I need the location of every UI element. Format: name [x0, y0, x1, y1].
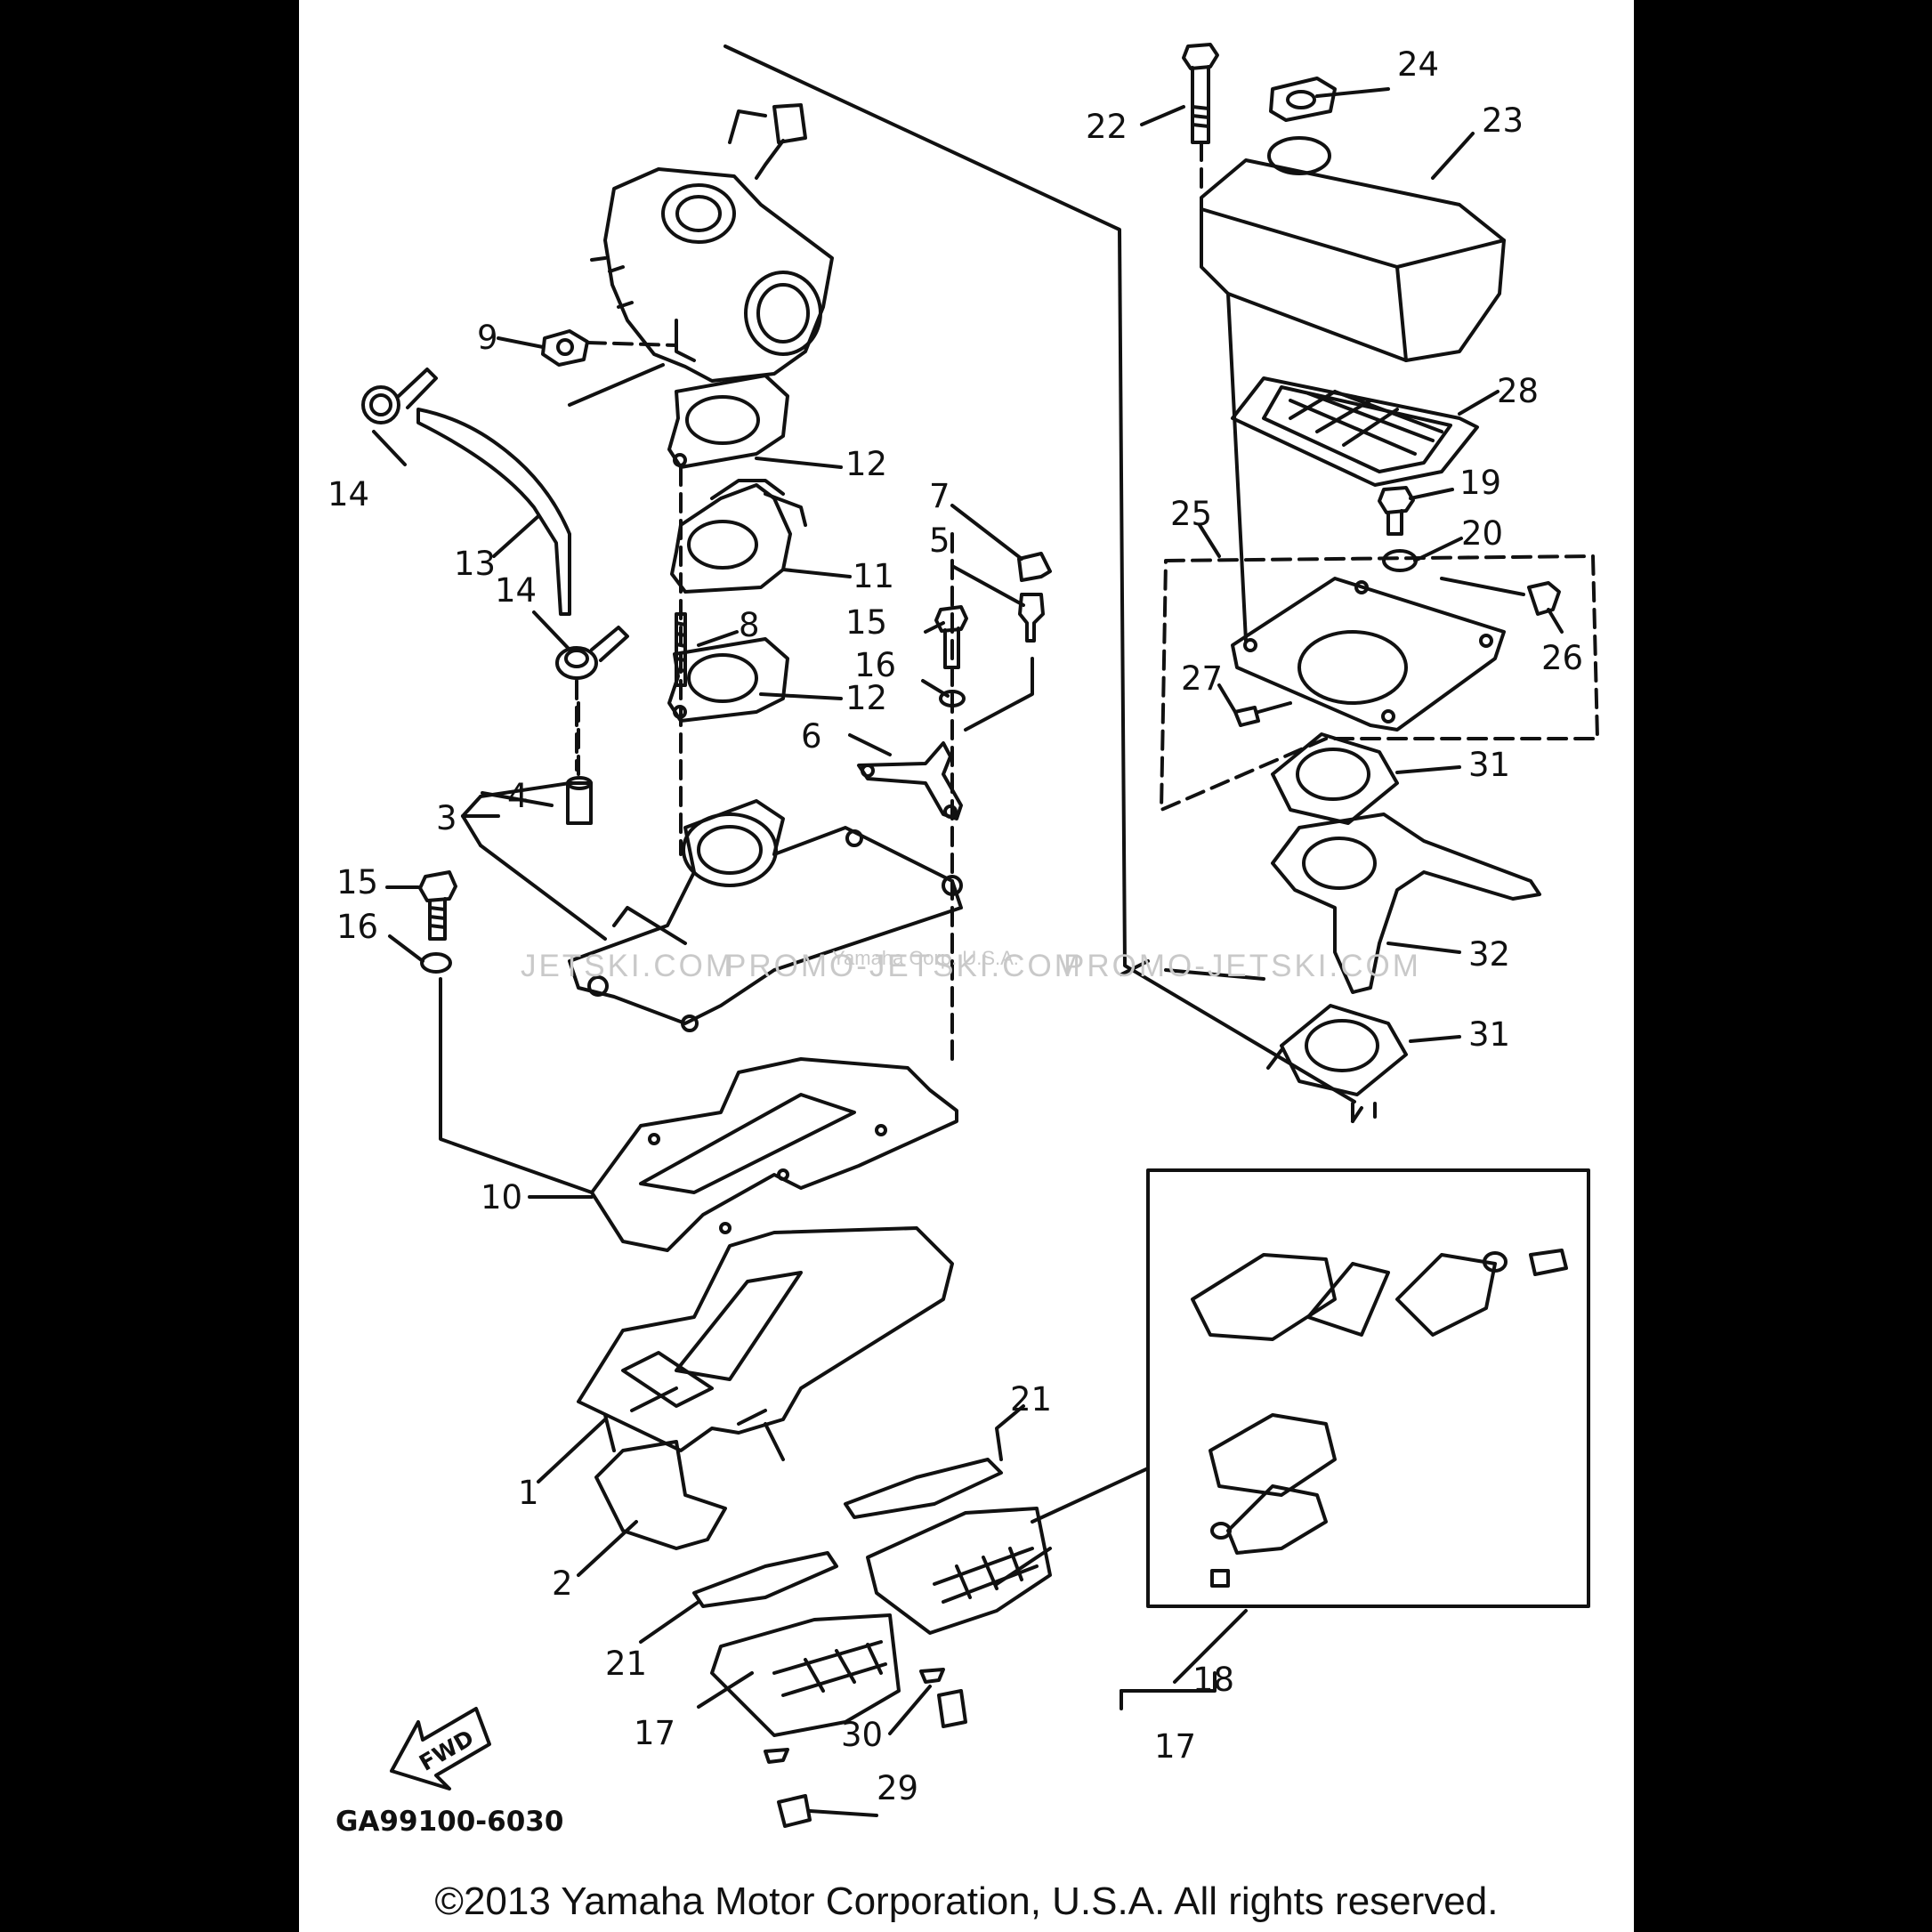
callout-22: 22 [1086, 108, 1128, 146]
callout-11: 11 [853, 557, 894, 595]
diagram-sheet [299, 0, 1634, 1932]
fitting-26 [1527, 581, 1561, 616]
watermark-middle: PROMO-JETSKI.COM [725, 949, 1083, 983]
reed-detail-box-18 [1146, 1168, 1590, 1608]
callout-19: 19 [1459, 464, 1501, 502]
bracket-32 [1271, 812, 1541, 994]
callout-15-right: 15 [845, 603, 887, 642]
reed-valve-17-right [866, 1507, 1052, 1635]
screw-29-left [777, 1794, 812, 1828]
bolt-15-left [418, 870, 457, 941]
gasket-31-upper [1271, 732, 1399, 825]
washer-20 [1382, 549, 1418, 572]
airbox-cover-23 [1200, 136, 1506, 362]
callout-14-lower: 14 [495, 571, 537, 610]
dashed-box-25 [1160, 554, 1599, 812]
gasket-12-upper [667, 374, 789, 469]
hose-13 [416, 408, 571, 616]
callout-30: 30 [841, 1716, 883, 1754]
fitting-4 [566, 781, 593, 825]
callout-28: 28 [1497, 372, 1539, 410]
cap-7 [1017, 552, 1052, 582]
callout-31-upper: 31 [1468, 746, 1510, 784]
bolt-22 [1182, 43, 1219, 144]
callout-31-lower: 31 [1468, 1015, 1510, 1054]
hose-clamp-14-lower [555, 626, 629, 680]
callout-1: 1 [518, 1474, 539, 1512]
washer-16-left [420, 952, 452, 974]
callout-2: 2 [552, 1564, 573, 1603]
bolt-15-right [934, 605, 968, 669]
callout-7: 7 [929, 477, 950, 515]
washer-16-right [939, 690, 966, 707]
callout-21-lower: 21 [605, 1645, 647, 1683]
callout-9: 9 [477, 319, 498, 357]
callout-25: 25 [1170, 495, 1212, 533]
callout-17-left: 17 [634, 1714, 675, 1752]
reed-detail-parts [1191, 1249, 1568, 1588]
washer-30-left [764, 1748, 789, 1764]
air-filter-28 [1231, 376, 1479, 487]
watermark-faint: Yamaha Corp. U.S.A. [832, 947, 1019, 969]
hose-clamp-14-top [361, 368, 438, 424]
callout-12-lower: 12 [845, 679, 887, 717]
cap-24 [1269, 77, 1337, 122]
callout-21-upper: 21 [1010, 1380, 1052, 1419]
reed-valve-17-left [710, 1613, 901, 1737]
gasket-21-lower [692, 1551, 838, 1608]
watermark-right: PROMO-JETSKI.COM [1063, 949, 1421, 983]
diagram-code: GA99100-6030 [335, 1806, 563, 1838]
callout-12-upper: 12 [845, 445, 887, 483]
fwd-arrow-icon [390, 1707, 491, 1791]
callout-32: 32 [1468, 935, 1510, 974]
callout-13: 13 [454, 545, 496, 583]
assembly-frame-line [723, 44, 1356, 1103]
callout-20: 20 [1461, 514, 1503, 553]
callout-14-top: 14 [327, 475, 369, 513]
callout-6: 6 [801, 717, 822, 756]
washer-30 [919, 1668, 945, 1684]
callout-15-left: 15 [336, 863, 378, 901]
reed-housing-1 [577, 1226, 954, 1461]
callout-16-left: 16 [336, 908, 378, 946]
callout-16-right: 16 [854, 646, 896, 684]
plug-27 [1233, 706, 1260, 727]
callout-24: 24 [1397, 45, 1439, 84]
callout-5: 5 [929, 521, 950, 560]
bracket-6 [857, 741, 963, 820]
copyright-notice: ©2013 Yamaha Motor Corporation, U.S.A. A… [434, 1879, 1499, 1923]
nut-9 [541, 329, 589, 367]
callout-4: 4 [507, 777, 529, 815]
screw-29-right [937, 1689, 967, 1728]
callout-29: 29 [877, 1769, 918, 1807]
carburetor [590, 103, 834, 383]
gasket-10 [590, 1057, 958, 1252]
watermark-left: JETSKI.COM [521, 949, 734, 983]
callout-10: 10 [481, 1178, 522, 1217]
callout-23: 23 [1482, 101, 1524, 140]
intake-manifold-3 [568, 799, 963, 1032]
gasket-21-upper [844, 1458, 1003, 1519]
gasket-2 [594, 1440, 727, 1550]
fitting-5 [1018, 593, 1045, 643]
airbox-base [1231, 577, 1506, 732]
callout-8: 8 [739, 606, 760, 644]
bolt-19 [1378, 486, 1415, 536]
callout-18: 18 [1192, 1661, 1234, 1699]
callout-3: 3 [436, 799, 457, 837]
callout-17-right: 17 [1154, 1727, 1196, 1766]
callout-27: 27 [1181, 659, 1223, 698]
gasket-31-lower [1280, 1004, 1408, 1096]
callout-26: 26 [1541, 639, 1583, 677]
